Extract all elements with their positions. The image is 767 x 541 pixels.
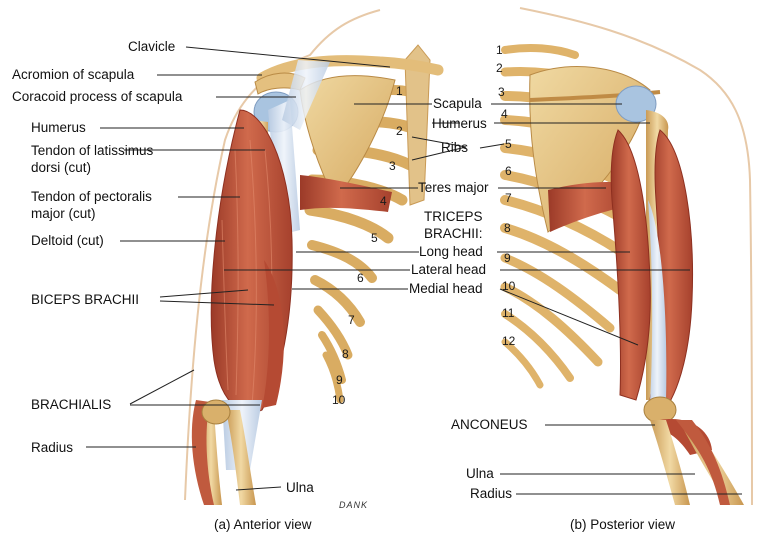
label-pectoralis-line2: major (cut)	[31, 206, 96, 221]
label-medial-head: Medial head	[409, 281, 483, 296]
label-radius-posterior: Radius	[470, 486, 512, 501]
rib-number-anterior: 2	[396, 125, 403, 138]
triceps-long-head	[611, 130, 650, 400]
label-long-head: Long head	[419, 244, 483, 259]
rib-number-anterior: 8	[342, 348, 349, 361]
rib-number-posterior: 5	[505, 138, 512, 151]
label-latissimus-line1: Tendon of latissimus	[31, 143, 153, 158]
rib-number-anterior: 1	[396, 85, 403, 98]
label-deltoid: Deltoid (cut)	[31, 233, 104, 248]
label-coracoid: Coracoid process of scapula	[12, 89, 182, 104]
label-clavicle: Clavicle	[128, 39, 175, 54]
rib-number-anterior: 3	[389, 160, 396, 173]
label-latissimus-line2: dorsi (cut)	[31, 160, 91, 175]
label-teres-major: Teres major	[418, 180, 489, 195]
label-ulna-anterior: Ulna	[286, 480, 314, 495]
label-ribs: Ribs	[441, 140, 468, 155]
label-lateral-head: Lateral head	[411, 262, 486, 277]
rib-number-posterior: 1	[496, 44, 503, 57]
label-triceps-line2: BRACHII:	[424, 226, 483, 241]
rib-number-posterior: 9	[504, 252, 511, 265]
rib-number-posterior: 11	[502, 307, 514, 320]
rib-number-anterior: 4	[380, 195, 387, 208]
rib-number-posterior: 12	[502, 335, 515, 348]
label-anconeus: ANCONEUS	[451, 417, 528, 432]
rib-number-anterior: 7	[348, 314, 355, 327]
label-biceps: BICEPS BRACHII	[31, 292, 139, 307]
rib-number-posterior: 4	[501, 108, 508, 121]
artist-signature: DANK	[339, 500, 368, 510]
rib-number-posterior: 10	[502, 280, 515, 293]
label-scapula: Scapula	[433, 96, 482, 111]
rib-number-posterior: 3	[498, 86, 505, 99]
label-humerus-center: Humerus	[432, 116, 487, 131]
caption-posterior: (b) Posterior view	[570, 517, 675, 532]
rib-number-posterior: 6	[505, 165, 512, 178]
label-acromion: Acromion of scapula	[12, 67, 134, 82]
label-brachialis: BRACHIALIS	[31, 397, 111, 412]
posterior-illustration	[505, 8, 752, 505]
rib-number-anterior: 5	[371, 232, 378, 245]
elbow-joint	[202, 400, 230, 424]
caption-anterior: (a) Anterior view	[214, 517, 312, 532]
rib-number-anterior: 10	[332, 394, 345, 407]
rib-number-posterior: 8	[504, 222, 511, 235]
label-ulna-posterior: Ulna	[466, 466, 494, 481]
rib-number-posterior: 7	[505, 192, 512, 205]
label-radius-anterior: Radius	[31, 440, 73, 455]
label-humerus-anterior: Humerus	[31, 120, 86, 135]
label-triceps-line1: TRICEPS	[424, 209, 483, 224]
rib-number-posterior: 2	[496, 62, 503, 75]
label-pectoralis-line1: Tendon of pectoralis	[31, 189, 152, 204]
rib-number-anterior: 9	[336, 374, 343, 387]
rib-number-anterior: 6	[357, 272, 364, 285]
